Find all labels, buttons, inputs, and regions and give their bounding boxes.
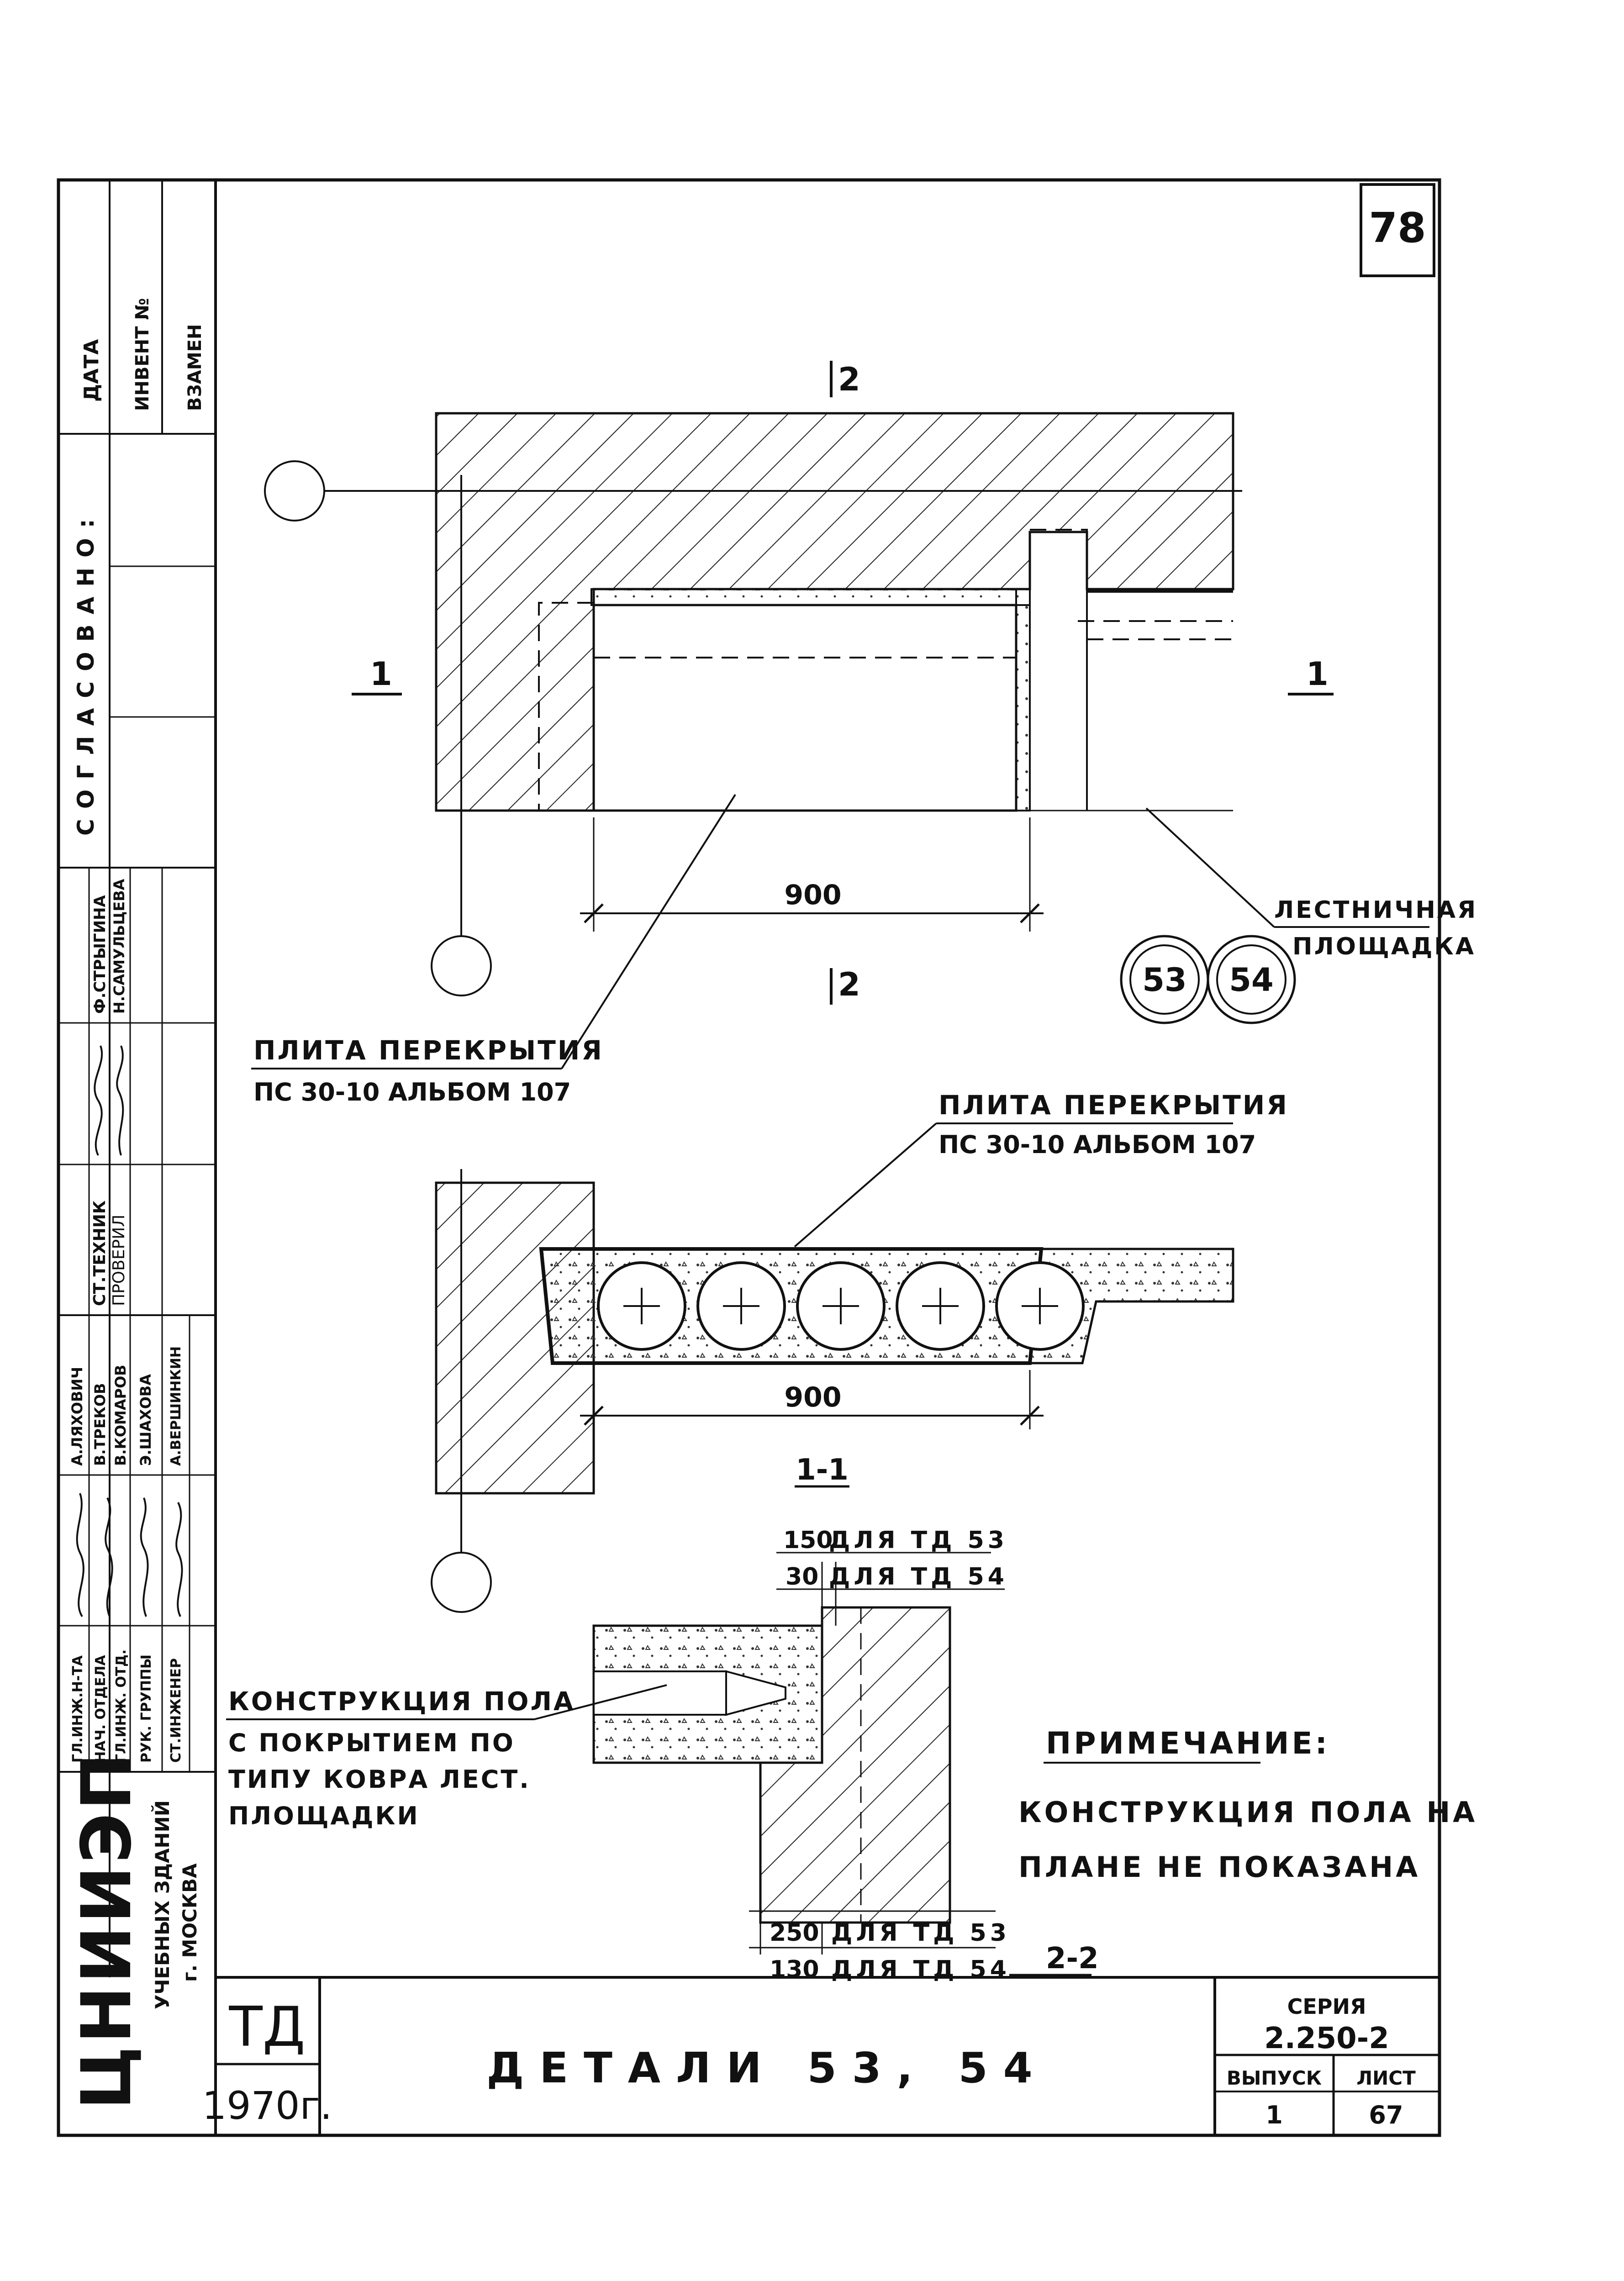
stamp-soglasovano: СОГЛАСОВАНО:	[73, 509, 99, 836]
stamp-name-4: Э.ШАХОВА	[137, 1374, 154, 1466]
section2-floor-callout-2: С ПОКРЫТИЕМ ПО	[228, 1728, 515, 1757]
plan-axis-marker-top	[264, 460, 325, 522]
plan-dim-tick-left	[584, 903, 604, 923]
section2-bot-dim-a: 250	[770, 1919, 819, 1947]
stamp-signature-4	[105, 1497, 113, 1617]
section-2-2: 150 ДЛЯ ТД 53 30 ДЛЯ ТД 54 250 ДЛЯ ТД 53…	[226, 1527, 1099, 1983]
plan-landing-label-2: ПЛОЩАДКА	[1292, 933, 1476, 960]
section1-label: 1-1	[796, 1453, 849, 1487]
drawing-title: ДЕТАЛИ 53, 54	[486, 2044, 1048, 2092]
stamp-check-role: ПРОВЕРИЛ	[110, 1215, 128, 1306]
stamp-signature-3	[76, 1493, 84, 1617]
section1-dim-tick-left	[584, 1406, 604, 1426]
section2-top-dim-a-text: ДЛЯ ТД 53	[829, 1527, 1008, 1554]
plan-axis-marker-left	[431, 935, 492, 996]
section1-landing	[1028, 1248, 1234, 1364]
plan-cut-label-top: 2	[838, 361, 860, 398]
stamp-signature-6	[175, 1502, 183, 1617]
plan-hidden-outline-right	[1030, 529, 1233, 811]
detail-marker-54-label: 54	[1229, 961, 1273, 999]
plan-hidden-outline-left	[538, 602, 594, 811]
section1-slab-callout-2: ПС 30-10 АЛЬБОМ 107	[939, 1130, 1256, 1159]
section2-top-dim-a: 150	[783, 1527, 833, 1554]
plan-landing-leader	[1145, 807, 1275, 928]
stamp-signature-2	[116, 1045, 124, 1156]
plan-cut-label-right: 1	[1306, 655, 1329, 693]
detail-marker-53-label: 53	[1142, 961, 1186, 999]
section2-bot-dim-b-text: ДЛЯ ТД 54	[831, 1956, 1010, 1983]
title-year: 1970г.	[202, 2083, 332, 2128]
stamp-invent-label: ИНВЕНТ №	[132, 298, 153, 411]
plan-dim-tick-right	[1020, 903, 1040, 923]
stamp-role-3: ГЛ.ИНЖ. ОТД.	[113, 1649, 129, 1763]
section2-label: 2-2	[1046, 1942, 1099, 1975]
series-value: 2.250-2	[1264, 2022, 1389, 2055]
section2-top-dim-b-text: ДЛЯ ТД 54	[829, 1563, 1008, 1591]
org-line-1: УЧЕБНЫХ ЗДАНИЙ	[151, 1800, 174, 2009]
title-code: ТД	[228, 1996, 305, 2059]
section2-floor-leader	[534, 1684, 667, 1720]
stamp-role-1: ГЛ.ИНЖ.Н-ТА	[70, 1655, 86, 1763]
stamp-role-4: РУК. ГРУППЫ	[138, 1654, 154, 1763]
note-line-2: ПЛАНЕ НЕ ПОКАЗАНА	[1018, 1850, 1420, 1884]
plan-dim-value: 900	[784, 879, 841, 911]
org-line-2: г. МОСКВА	[179, 1863, 201, 1982]
series-label: СЕРИЯ	[1287, 1994, 1366, 2019]
detail-marker-54-inner	[1216, 944, 1287, 1015]
section1-slab-callout-1: ПЛИТА ПЕРЕКРЫТИЯ	[939, 1090, 1289, 1121]
section1-dim-value: 900	[784, 1381, 841, 1413]
stamp-role-5: СТ.ИНЖЕНЕР	[168, 1658, 184, 1763]
stamp-role-2: НАЧ. ОТДЕЛА	[93, 1654, 109, 1763]
plan-slab-leader	[561, 794, 736, 1069]
detail-marker-54-outer	[1207, 935, 1296, 1024]
org-logo: ЦНИИЭП	[67, 1750, 147, 2110]
section1-dim-tick-right	[1020, 1406, 1040, 1426]
stamp-signature-1	[94, 1045, 103, 1156]
stamp-data-label: ДАТА	[80, 339, 103, 402]
plan-slab-side	[1015, 588, 1031, 811]
plan-slab-callout-1: ПЛИТА ПЕРЕКРЫТИЯ	[253, 1035, 604, 1066]
stamp-name-2: В.ТРЕКОВ	[91, 1383, 109, 1466]
section2-floor-callout-1: КОНСТРУКЦИЯ ПОЛА	[228, 1687, 575, 1717]
plan-landing-label-1: ЛЕСТНИЧНАЯ	[1274, 896, 1477, 924]
stamp-techn-role: СТ.ТЕХНИК	[90, 1201, 109, 1306]
note-title: ПРИМЕЧАНИЕ:	[1046, 1726, 1330, 1761]
section1-slab-leader	[794, 1122, 937, 1248]
section2-floor-callout-3: ТИПУ КОВРА ЛЕСТ.	[228, 1765, 531, 1794]
plan-slab-edge	[591, 588, 1031, 606]
plan-slab-callout-2: ПС 30-10 АЛЬБОМ 107	[253, 1078, 571, 1106]
stamp-column	[58, 180, 216, 1977]
stamp-name-1: А.ЛЯХОВИЧ	[69, 1367, 86, 1466]
title-block	[214, 1976, 1439, 2135]
sheet-label: ЛИСТ	[1356, 2067, 1416, 2089]
section2-floor-callout-4: ПЛОЩАДКИ	[228, 1802, 420, 1830]
stamp-name-5: А.ВЕРШИНКИН	[168, 1346, 184, 1466]
stamp-vzamen-label: ВЗАМЕН	[185, 324, 206, 411]
sheet-value: 67	[1369, 2101, 1403, 2129]
plan-cut-label-bottom: 2	[838, 966, 860, 1003]
section1-axis-marker	[431, 1552, 492, 1613]
section1-hollow-cores	[597, 1261, 1085, 1351]
section2-top-dim-b: 30	[786, 1563, 818, 1591]
stamp-techn-name: Ф.СТРЫГИНА	[91, 895, 109, 1014]
stamp-name-3: В.КОМАРОВ	[112, 1364, 129, 1466]
detail-marker-53-inner	[1129, 944, 1200, 1015]
section2-void	[593, 1670, 727, 1716]
plan-cut-label-left: 1	[370, 655, 392, 693]
issue-label: ВЫПУСК	[1227, 2067, 1322, 2089]
sheet-number-box	[1360, 183, 1435, 277]
stamp-signature-5	[140, 1497, 149, 1617]
sheet-number: 78	[1369, 204, 1426, 252]
outer-frame	[57, 178, 1441, 2137]
section2-bot-dim-b: 130	[770, 1956, 819, 1983]
stamp-check-name: Н.САМУЛЬЦЕВА	[111, 879, 128, 1014]
section2-void-taper	[725, 1670, 786, 1716]
issue-value: 1	[1265, 2101, 1283, 2129]
plan-slab	[592, 604, 1018, 812]
plan-view: 2 2 1 1 900 ПЛИТА ПЕРЕКРЫТИЯ ПС 30-10 АЛ…	[251, 361, 1477, 1106]
note-line-1: КОНСТРУКЦИЯ ПОЛА НА	[1018, 1796, 1477, 1829]
section2-bot-dim-a-text: ДЛЯ ТД 53	[831, 1919, 1010, 1947]
